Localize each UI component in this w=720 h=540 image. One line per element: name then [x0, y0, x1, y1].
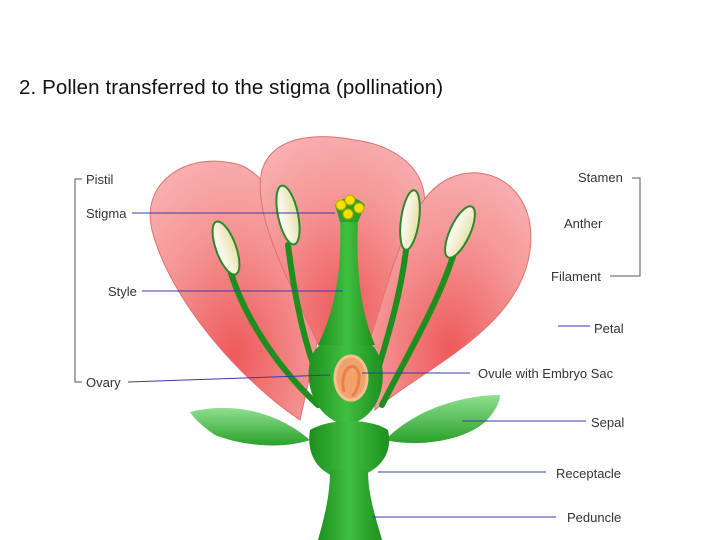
label-ovary: Ovary: [86, 375, 121, 390]
label-peduncle: Peduncle: [567, 510, 621, 525]
leader-lines-right: [362, 325, 590, 518]
peduncle: [318, 470, 382, 540]
label-style: Style: [108, 284, 137, 299]
sepals: [190, 395, 500, 446]
label-stamen: Stamen: [578, 170, 623, 185]
label-ovule: Ovule with Embryo Sac: [478, 366, 614, 381]
pistil: [308, 220, 383, 425]
anther-4: [444, 205, 476, 259]
pollen-grain: [353, 202, 365, 214]
label-sepal: Sepal: [591, 415, 624, 430]
stamen-bracket: [610, 177, 641, 277]
filament-1: [227, 267, 321, 408]
label-filament: Filament: [551, 269, 601, 284]
sepal-right: [385, 395, 500, 444]
slide-title: 2. Pollen transferred to the stigma (pol…: [19, 76, 444, 99]
label-petal: Petal: [594, 321, 624, 336]
filament-4: [379, 247, 458, 408]
pollen-grain: [335, 199, 347, 211]
receptacle-peduncle: [309, 421, 390, 540]
anther-3: [399, 189, 421, 251]
label-anther: Anther: [564, 216, 603, 231]
pollen-grain: [342, 208, 354, 220]
pollen-grain: [344, 194, 356, 206]
label-pistil: Pistil: [86, 172, 114, 187]
style: [318, 220, 375, 345]
stigma: [335, 194, 365, 222]
ovule: [333, 354, 369, 402]
receptacle: [309, 421, 390, 478]
anther-1: [211, 220, 241, 276]
pistil-bracket: [74, 178, 82, 383]
sepal-left: [190, 407, 310, 446]
leader-lines-left: [127, 212, 343, 383]
label-receptacle: Receptacle: [556, 466, 621, 481]
label-stigma: Stigma: [86, 206, 127, 221]
anthers: [211, 184, 476, 276]
